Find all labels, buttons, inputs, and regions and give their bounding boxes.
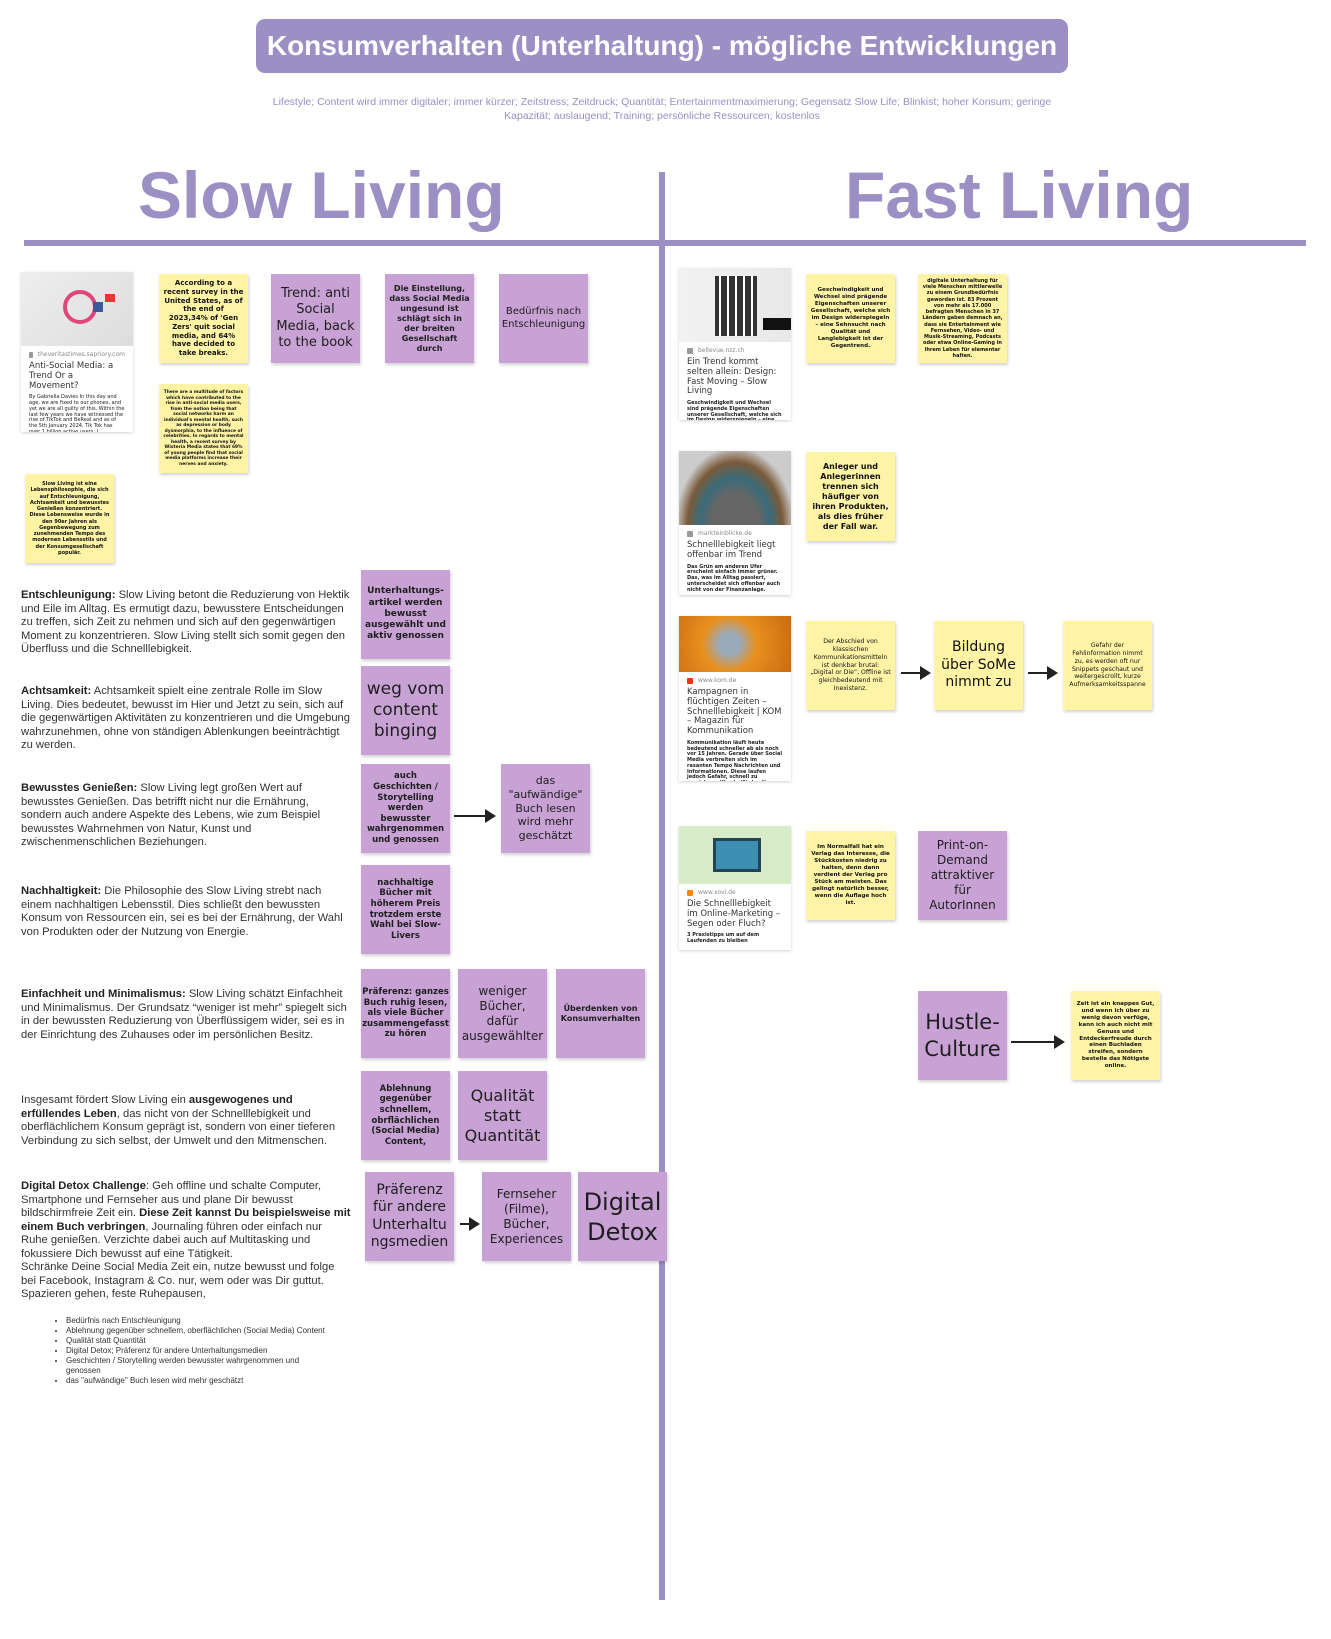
megaphone-icon [63, 290, 97, 324]
keywords: Lifestyle; Content wird immer digitaler;… [240, 95, 1084, 123]
sticky-note-abschied[interactable]: Der Abschied von klassischen Kommunikati… [806, 621, 895, 710]
sticky-note-einstellung[interactable]: Die Einstellung, dass Social Media unges… [385, 274, 474, 363]
sticky-note-praeferenz[interactable]: Präferenz für andere Unterhaltu ngsmedie… [365, 1172, 454, 1261]
paragraph-nachhaltigkeit: Nachhaltigkeit: Die Philosophie des Slow… [21, 885, 343, 938]
sticky-note-ueberdenken[interactable]: Überdenken von Konsumverhalten [556, 969, 645, 1058]
card-title[interactable]: Die Schnelllebigkeit im Online-Marketing… [687, 899, 781, 929]
paragraph-digital-detox: Digital Detox Challenge: Geh offline und… [21, 1180, 351, 1300]
design-image [679, 268, 791, 342]
card-snippet: 3 Praxistipps um auf dem Laufenden zu bl… [687, 932, 760, 945]
site-icon [687, 889, 693, 896]
sticky-note-aufwaendig[interactable]: das "aufwändige" Buch lesen wird mehr ge… [501, 764, 590, 853]
youtube-icon [105, 294, 115, 302]
list-item: Qualität statt Quantität [66, 1336, 326, 1346]
paragraph-geniessen: Bewusstes Genießen: Slow Living legt gro… [21, 782, 321, 848]
card-title[interactable]: Ein Trend kommt selten allein: Design: F… [687, 357, 777, 397]
sticky-note-digitale[interactable]: digitale Unterhaltung für viele Menschen… [918, 274, 1007, 363]
keywords-line-1: Lifestyle; Content wird immer digitaler;… [272, 96, 1052, 108]
laptop-screen [713, 838, 761, 872]
fabric-pattern [715, 276, 757, 336]
link-card-anti-social-media[interactable]: theveritastimes.sapriory.com Anti-Social… [21, 272, 133, 432]
sticky-note-ganzes-buch[interactable]: Präferenz: ganzes Buch ruhig lesen, als … [361, 969, 450, 1058]
sticky-note-beduerfnis[interactable]: Bedürfnis nach Entschleunigung [499, 274, 588, 363]
sticky-note-ablehnung[interactable]: Ablehnung gegenüber schnellem, obrflächl… [361, 1071, 450, 1160]
fast-living-heading: Fast Living [845, 158, 1194, 232]
logo-badge [763, 318, 791, 330]
link-card-kom[interactable]: www.kom.de Kampagnen in flüchtigen Zeite… [679, 616, 791, 781]
list-item: Digital Detox; Präferenz für andere Unte… [66, 1346, 326, 1356]
sticky-note-print-on-demand[interactable]: Print-on-Demand attraktiver für AutorInn… [918, 831, 1007, 920]
site-icon [687, 347, 693, 354]
site-icon [687, 530, 693, 537]
arrow-right-icon [460, 1217, 480, 1231]
link-card-xovi[interactable]: www.xovi.de Die Schnelllebigkeit im Onli… [679, 826, 791, 950]
sticky-note-digital-detox[interactable]: Digital Detox [578, 1172, 667, 1261]
sticky-note-hustle-culture[interactable]: Hustle-Culture [918, 991, 1007, 1080]
sticky-note-gefahr[interactable]: Gefahr der Fehlinformation nimmt zu, es … [1063, 621, 1152, 710]
card-title[interactable]: Kampagnen in flüchtigen Zeiten – Schnell… [687, 687, 782, 737]
arrow-right-icon [901, 666, 931, 680]
card-snippet: Geschwindigkeit und Wechsel sind prägend… [687, 400, 782, 420]
facebook-icon [93, 302, 103, 312]
trading-floor-image [679, 451, 791, 525]
list-item: Ablehnung gegenüber schnellem, oberfläch… [66, 1326, 326, 1336]
paragraph-achtsamkeit: Achtsamkeit: Achtsamkeit spielt eine zen… [21, 685, 351, 751]
sticky-note-binging[interactable]: weg vom content binging [361, 666, 450, 755]
sticky-note-fernseher[interactable]: Fernseher (Filme), Bücher, Experiences [482, 1172, 571, 1261]
card-source: theveritastimes.sapriory.com [37, 351, 125, 358]
paragraph-entschleunigung: Entschleunigung: Slow Living betont die … [21, 589, 350, 655]
list-item: Bedürfnis nach Entschleunigung [66, 1316, 326, 1326]
sticky-note-nachhaltig[interactable]: nachhaltige Bücher mit höherem Preis tro… [361, 865, 450, 954]
arrow-right-icon [1011, 1035, 1065, 1049]
card-snippet: Das Grün am anderen Ufer erscheint einfa… [687, 563, 781, 593]
paragraph-summary: Insgesamt fördert Slow Living ein ausgew… [21, 1094, 336, 1147]
sticky-note-normalfall[interactable]: Im Normalfall hat ein Verlag das Interes… [806, 831, 895, 920]
sticky-note-survey[interactable]: According to a recent survey in the Unit… [159, 274, 248, 363]
list-item: Geschichten / Storytelling werden bewuss… [66, 1356, 326, 1376]
card-title[interactable]: Schnelllebigkeit liegt offenbar im Trend [687, 540, 776, 560]
link-card-bellevue[interactable]: bellevue.nzz.ch Ein Trend kommt selten a… [679, 268, 791, 420]
sticky-note-weniger[interactable]: weniger Bücher, dafür ausgewählter [458, 969, 547, 1058]
sticky-note-trend[interactable]: Trend: anti Social Media, back to the bo… [271, 274, 360, 363]
vertical-divider [659, 172, 665, 1600]
site-icon [687, 677, 693, 684]
paragraph-minimalismus: Einfachheit und Minimalismus: Slow Livin… [21, 988, 347, 1041]
sticky-note-philosophie[interactable]: Slow Living ist eine Lebensphilosophie, … [25, 474, 114, 563]
sticky-note-geschwindigkeit[interactable]: Geschwindigkeit und Wechsel sind prägend… [806, 274, 895, 363]
sticky-note-anleger[interactable]: Anleger und Anlegerinnen trennen sich hä… [806, 452, 895, 541]
horizontal-divider [24, 240, 1306, 246]
summary-bullet-list: Bedürfnis nach Entschleunigung Ablehnung… [54, 1316, 326, 1386]
card-snippet: Kommunikation läuft heute bedeutend schn… [687, 739, 783, 781]
sticky-note-geschichten[interactable]: auch Geschichten / Storytelling werden b… [361, 764, 450, 853]
sticky-note-qualitaet[interactable]: Qualität statt Quantität [458, 1071, 547, 1160]
link-card-markteinblicke[interactable]: markteinblicke.de Schnelllebigkeit liegt… [679, 451, 791, 595]
arrow-right-icon [454, 809, 496, 823]
list-item: das "aufwändige" Buch lesen wird mehr ge… [66, 1376, 326, 1386]
board-title: Konsumverhalten (Unterhaltung) - möglich… [256, 19, 1068, 73]
site-icon [29, 351, 33, 358]
phone-hand-image [679, 616, 791, 672]
sticky-note-bildung[interactable]: Bildung über SoMe nimmt zu [934, 621, 1023, 710]
sticky-note-factors[interactable]: There are a multitude of factors which h… [159, 384, 248, 473]
laptop-image [679, 826, 791, 884]
sticky-note-unterhaltung[interactable]: Unterhaltungs-artikel werden bewusst aus… [361, 570, 450, 659]
arrow-right-icon [1028, 666, 1058, 680]
sticky-note-zeit[interactable]: Zeit ist ein knappes Gut, und wenn ich ü… [1071, 991, 1160, 1080]
card-snippet: By Gabriella Davies In this day and age,… [29, 394, 125, 432]
slow-living-heading: Slow Living [138, 158, 505, 232]
megaphone-image [21, 272, 133, 346]
keywords-line-2: Kapazität; auslaugend; Training; persönl… [504, 110, 820, 122]
card-title[interactable]: Anti-Social Media: a Trend Or a Movement… [29, 361, 114, 391]
